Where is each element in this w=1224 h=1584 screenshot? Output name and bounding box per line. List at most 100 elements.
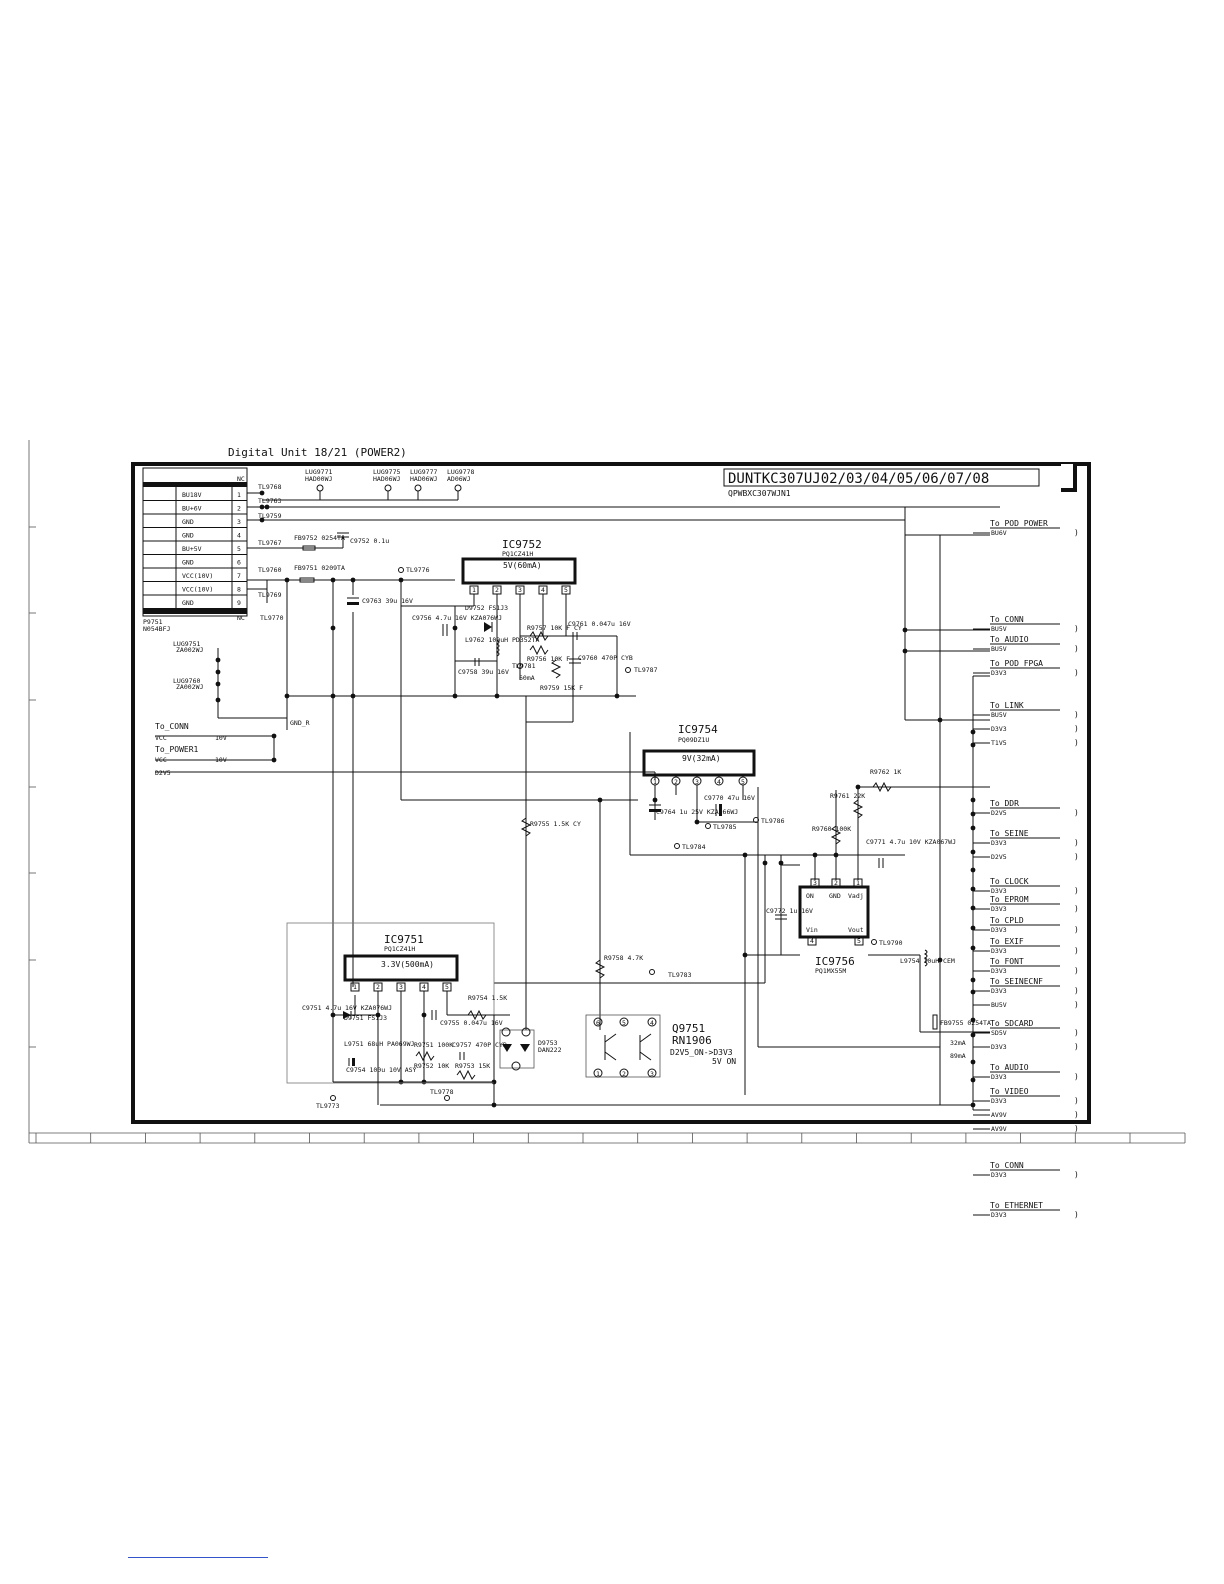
svg-text:5: 5 — [445, 983, 449, 991]
svg-text:TL9790: TL9790 — [879, 939, 903, 947]
svg-text:TL9785: TL9785 — [713, 823, 737, 831]
signal-bracket: ) — [1074, 904, 1079, 913]
signal-bracket: ) — [1074, 668, 1079, 677]
svg-text:PQ1MX55M: PQ1MX55M — [815, 967, 846, 975]
left-signals: To_CONN VCC 10V To_POWER1 VCC 10V D2V5 G… — [155, 719, 310, 777]
sheet-title: Digital Unit 18/21 (POWER2) — [228, 446, 407, 459]
svg-text:10V: 10V — [215, 756, 227, 764]
signal-destination: To_CLOCK — [990, 877, 1029, 886]
signal-bracket: ) — [1074, 738, 1079, 747]
connector-pin-label: BU+5V — [182, 545, 202, 553]
signal-bracket: ) — [1074, 1124, 1079, 1133]
svg-text:IC9751: IC9751 — [384, 933, 424, 946]
svg-text:R9757 10K F CY: R9757 10K F CY — [527, 624, 582, 632]
svg-text:LUG9760: LUG9760 — [173, 677, 200, 685]
svg-text:LUG9777: LUG9777 — [410, 468, 437, 476]
svg-text:R9753 15K: R9753 15K — [455, 1062, 490, 1070]
svg-text:PQ1CZ41H: PQ1CZ41H — [502, 550, 533, 558]
svg-text:L9751 68uH PA069WJ: L9751 68uH PA069WJ — [344, 1040, 415, 1048]
svg-text:C9763 39u 16V: C9763 39u 16V — [362, 597, 413, 605]
signal-bracket: ) — [1074, 966, 1079, 975]
signal-bracket: ) — [1074, 644, 1079, 653]
connector-pin-label: GND — [182, 532, 194, 540]
svg-text:L9754 10uH CEM: L9754 10uH CEM — [900, 957, 955, 965]
svg-text:C9757 470P CYB: C9757 470P CYB — [452, 1041, 507, 1049]
svg-text:R9755 1.5K CY: R9755 1.5K CY — [530, 820, 581, 828]
svg-text:PQ09DZ1U: PQ09DZ1U — [678, 736, 709, 744]
signal-bracket: ) — [1074, 1028, 1079, 1037]
svg-text:C9755 0.047u 16V: C9755 0.047u 16V — [440, 1019, 503, 1027]
svg-text:R9759 15K F: R9759 15K F — [540, 684, 583, 692]
svg-text:2: 2 — [834, 879, 838, 887]
svg-text:C9772 1u 16V: C9772 1u 16V — [766, 907, 813, 915]
svg-text:89mA: 89mA — [950, 1052, 966, 1060]
signal-destination: To_POD_POWER — [990, 519, 1048, 528]
svg-text:To_CONN: To_CONN — [155, 722, 189, 731]
svg-text:1: 1 — [653, 778, 657, 786]
signal-net: BU5V — [991, 711, 1007, 719]
component-symbols — [299, 532, 938, 1081]
svg-text:TL9778: TL9778 — [430, 1088, 454, 1096]
svg-text:TL9781: TL9781 — [512, 662, 536, 670]
svg-text:3: 3 — [399, 983, 403, 991]
signal-net: D3V3 — [991, 926, 1007, 934]
connector-pin-label: VCC(10V) — [182, 586, 213, 594]
svg-text:D9751 FS1J3: D9751 FS1J3 — [344, 1014, 387, 1022]
signal-bracket: ) — [1074, 838, 1079, 847]
connector-pin-label: VCC(10V) — [182, 572, 213, 580]
schematic-frame — [131, 462, 1091, 1124]
svg-text:FB9752 0254TA: FB9752 0254TA — [294, 534, 345, 542]
junction-dots — [215, 490, 976, 1108]
connector-pin-number: 8 — [237, 586, 241, 594]
svg-text:1: 1 — [596, 1070, 600, 1078]
svg-text:FB9751 0209TA: FB9751 0209TA — [294, 564, 345, 572]
svg-text:D9753: D9753 — [538, 1039, 558, 1047]
svg-text:C9761 0.047u 16V: C9761 0.047u 16V — [568, 620, 631, 628]
connector-pin-number: 7 — [237, 572, 241, 580]
svg-text:R9756 10K F: R9756 10K F — [527, 655, 570, 663]
svg-text:5V ON: 5V ON — [712, 1057, 736, 1066]
model-number: DUNTKC307UJ02/03/04/05/06/07/08 — [728, 471, 989, 487]
svg-text:10V: 10V — [215, 734, 227, 742]
svg-text:C9764 1u 25V KZA066WJ: C9764 1u 25V KZA066WJ — [656, 808, 738, 816]
page-border — [28, 440, 1186, 1144]
svg-text:4: 4 — [717, 778, 721, 786]
right-signals: To_POD_POWERBU6V)To_CONNBU5V)To_AUDIOBU5… — [973, 519, 1079, 1219]
signal-bracket: ) — [1074, 724, 1079, 733]
left-testpoints: TL9768 TL9763 TL9759 TL9767 TL9760 TL976… — [258, 483, 284, 622]
svg-text:R9751 100K: R9751 100K — [414, 1041, 453, 1049]
signal-net: D3V3 — [991, 839, 1007, 847]
signal-destination: To_SEINECNF — [990, 977, 1043, 986]
signal-bracket: ) — [1074, 528, 1079, 537]
signal-net: BU5V — [991, 625, 1007, 633]
signal-bracket: ) — [1074, 1170, 1079, 1179]
signal-bracket: ) — [1074, 808, 1079, 817]
svg-text:4: 4 — [650, 1019, 654, 1027]
signal-net: D3V3 — [991, 1043, 1007, 1051]
connector-pin-number: 4 — [237, 532, 241, 540]
svg-text:IC9754: IC9754 — [678, 723, 718, 736]
signal-destination: To_AUDIO — [990, 1063, 1029, 1072]
signal-net: D3V3 — [991, 669, 1007, 677]
svg-text:R9752 10K: R9752 10K — [414, 1062, 449, 1070]
svg-text:ON: ON — [806, 892, 814, 900]
svg-text:9V(32mA): 9V(32mA) — [682, 754, 721, 763]
svg-text:To_POWER1: To_POWER1 — [155, 745, 199, 754]
svg-text:TL9760: TL9760 — [258, 566, 282, 574]
svg-text:4: 4 — [810, 937, 814, 945]
svg-text:D2V5_ON->D3V3: D2V5_ON->D3V3 — [670, 1048, 733, 1057]
svg-text:FB9755 0254TA: FB9755 0254TA — [940, 1019, 991, 1027]
svg-text:C9751 4.7u 16V KZA076WJ: C9751 4.7u 16V KZA076WJ — [302, 1004, 392, 1012]
signal-net: BU5V — [991, 645, 1007, 653]
svg-text:1: 1 — [353, 983, 357, 991]
signal-bracket: ) — [1074, 946, 1079, 955]
svg-text:C9758 39u 16V: C9758 39u 16V — [458, 668, 509, 676]
svg-text:2: 2 — [622, 1070, 626, 1078]
connector-part: N054BFJ — [143, 625, 170, 633]
svg-text:VCC: VCC — [155, 756, 167, 764]
signal-bracket: ) — [1074, 1110, 1079, 1119]
signal-destination: To_DDR — [990, 799, 1019, 808]
signal-destination: To_FONT — [990, 957, 1024, 966]
svg-text:TL9768: TL9768 — [258, 483, 282, 491]
svg-text:R9761 22K: R9761 22K — [830, 792, 865, 800]
